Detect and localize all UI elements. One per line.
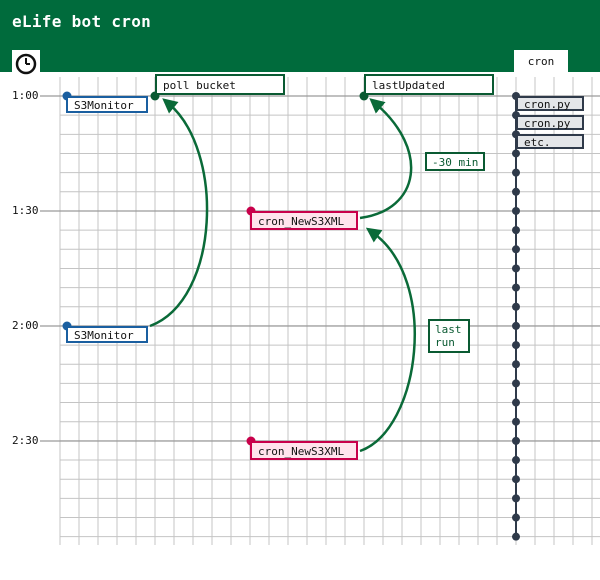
marker-last-updated[interactable]: lastUpdated [364, 74, 494, 95]
time-label-2-30: 2:30 [12, 434, 39, 447]
cron-tick-dot [512, 283, 520, 292]
cron-tick-dot [512, 456, 520, 465]
app-title: eLife bot cron [12, 12, 152, 31]
tab-cron[interactable]: cron [514, 50, 568, 72]
time-label-2-00: 2:00 [12, 319, 39, 332]
note-minus-30-min: -30 min [425, 152, 485, 171]
time-label-1-00: 1:00 [12, 89, 39, 102]
clock-icon [15, 53, 37, 75]
event-cron-news3xml-1[interactable]: cron_NewS3XML [250, 211, 358, 230]
clock-button[interactable] [12, 50, 40, 78]
cron-tick-dot [512, 187, 520, 196]
cron-tick-dot [512, 360, 520, 369]
cron-tick-dot [512, 398, 520, 407]
app-header: eLife bot cron [0, 0, 600, 72]
cron-tick-dot [512, 532, 520, 541]
cron-tick-dot [512, 226, 520, 235]
cron-tick-dot [512, 321, 520, 330]
cron-tick-dot [512, 513, 520, 522]
arrow-s3monitor-to-poll-bucket [149, 98, 209, 328]
cron-tick-dot [512, 417, 520, 426]
cron-item-1[interactable]: cron.py [516, 96, 584, 111]
cron-tick-dot [512, 475, 520, 484]
marker-poll-bucket[interactable]: poll bucket [155, 74, 285, 95]
cron-tick-dot [512, 494, 520, 503]
cron-item-3[interactable]: etc. [516, 134, 584, 149]
cron-tick-dot [512, 245, 520, 254]
cron-tick-dot [512, 302, 520, 311]
arrow-last-run [359, 227, 416, 453]
cron-tick-dot [512, 206, 520, 215]
cron-tick-dot [512, 149, 520, 158]
event-s3monitor-2[interactable]: S3Monitor [66, 326, 148, 343]
time-label-1-30: 1:30 [12, 204, 39, 217]
cron-tick-dot [512, 436, 520, 445]
event-s3monitor-1[interactable]: S3Monitor [66, 96, 148, 113]
cron-tick-dot [512, 341, 520, 350]
cron-item-2[interactable]: cron.py [516, 115, 584, 130]
cron-tick-dot [512, 379, 520, 388]
cron-tick-dot [512, 264, 520, 273]
cron-tick-dot [512, 168, 520, 177]
note-last-run: last run [428, 319, 470, 353]
event-cron-news3xml-2[interactable]: cron_NewS3XML [250, 441, 358, 460]
arrow-cron-to-last-updated [359, 98, 413, 220]
